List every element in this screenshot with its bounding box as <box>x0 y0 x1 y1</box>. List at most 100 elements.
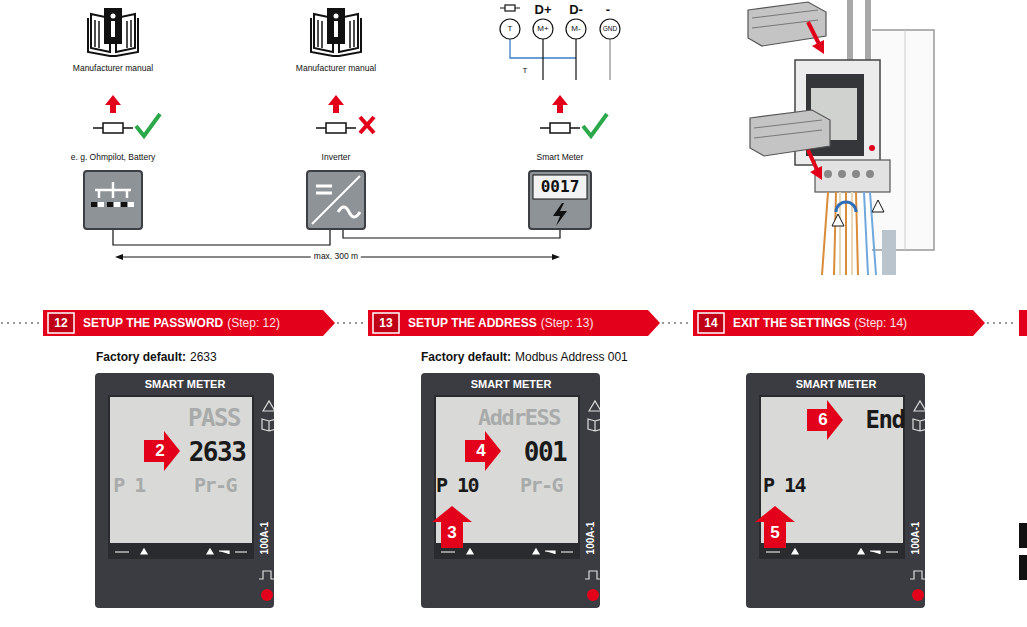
panel-body <box>441 549 573 554</box>
lcd-text: 2633 <box>189 439 246 465</box>
bus-cable <box>343 230 560 238</box>
panel-body <box>262 419 274 431</box>
lcd-text: Pr-G <box>194 475 236 495</box>
dimension-label: max. 300 m <box>311 252 361 261</box>
next-banner <box>1019 310 1027 336</box>
step-ref: (Step: 14) <box>854 316 907 330</box>
pin-name: M+ <box>537 25 548 34</box>
bus-pins <box>505 5 515 11</box>
device-label: Inverter <box>322 152 351 163</box>
panel-body <box>910 571 925 579</box>
manual-icon <box>88 8 138 56</box>
meter-illustration <box>905 30 906 250</box>
leader-dot <box>337 322 339 324</box>
panel-body <box>766 549 898 554</box>
panel-body <box>263 401 274 411</box>
signal-name: - <box>606 3 610 17</box>
step-title: EXIT THE SETTINGS <box>733 316 850 330</box>
banner-shape <box>368 310 660 336</box>
device-icon <box>553 203 567 226</box>
banner-shape <box>373 313 399 333</box>
panel-body <box>259 571 274 579</box>
device-icon <box>529 171 591 229</box>
panel-body <box>434 395 580 559</box>
callout-number: 5 <box>770 524 779 543</box>
meter-panel: SMART METERPASS2633P 1Pr-G100A-1 <box>95 373 274 608</box>
manual-label: Manufacturer manual <box>73 64 153 73</box>
step-ref: (Step: 13) <box>541 316 594 330</box>
panel-body <box>587 589 599 601</box>
leader-dot <box>19 322 21 324</box>
leader-dot <box>355 322 357 324</box>
meter-illustration <box>838 170 846 178</box>
signal-name: D- <box>569 3 583 17</box>
meter-illustration <box>808 22 820 46</box>
bus-pins <box>600 19 620 39</box>
panel-body <box>421 373 600 608</box>
step-title: SETUP THE ADDRESS <box>408 316 537 330</box>
panel-body <box>589 401 600 411</box>
meter-illustration <box>869 145 875 151</box>
model-label: 100A-1 <box>260 522 270 555</box>
device-icon <box>95 182 131 198</box>
meter-illustration <box>824 170 832 178</box>
step-banner: 12SETUP THE PASSWORD(Step: 12) <box>43 310 335 336</box>
device-icon <box>84 171 142 229</box>
meter-illustration <box>852 170 860 178</box>
banner-shape <box>48 313 74 333</box>
panel-body <box>913 419 925 431</box>
leader-dot <box>7 322 9 324</box>
panel-title: SMART METER <box>796 379 877 390</box>
device-icon <box>312 176 360 224</box>
meter-panel: SMART METEREndP 14100A-1 <box>746 373 925 608</box>
panel-body <box>95 373 274 608</box>
banner-shape <box>693 310 985 336</box>
device-label: e. g. Ohmpilot, Battery <box>71 152 156 163</box>
device-icon <box>306 170 366 230</box>
leader-dot <box>25 322 27 324</box>
page-tab <box>1019 555 1027 580</box>
resistor-symbol <box>93 95 133 133</box>
meter-illustration <box>866 170 874 178</box>
meter-illustration <box>872 200 884 212</box>
lcd-text: Pr-G <box>520 475 562 495</box>
resistor-symbol <box>316 95 356 133</box>
model-label: 100A-1 <box>911 522 921 555</box>
page-tab <box>1019 523 1027 548</box>
leader-dot <box>343 322 345 324</box>
device-icon <box>83 170 143 230</box>
leader-dot <box>13 322 15 324</box>
note-label: Factory default: <box>421 351 511 364</box>
callout-number: 4 <box>476 442 485 461</box>
meter-illustration <box>808 150 818 172</box>
leader-dot <box>668 322 670 324</box>
panel-body <box>759 395 905 559</box>
dimension-line <box>552 254 560 260</box>
leader-dot <box>349 322 351 324</box>
panel-body <box>108 395 254 559</box>
lcd-text: P 14 <box>763 475 805 495</box>
meter-illustration <box>750 110 830 156</box>
device-icon <box>307 171 365 229</box>
lcd-text: PASS <box>188 406 240 430</box>
note-label: Factory default: <box>96 351 186 364</box>
device-box: Inverter <box>306 170 366 230</box>
panel-body <box>110 397 252 543</box>
step-banner: 13SETUP THE ADDRESS(Step: 13) <box>368 310 660 336</box>
panel-body <box>261 589 273 601</box>
device-box: Smart Meter0017 <box>528 170 592 230</box>
bus-cable <box>113 230 330 245</box>
panel-body <box>436 397 578 543</box>
leader-dot <box>999 322 1001 324</box>
leader-dot <box>361 322 363 324</box>
pin-name: M- <box>571 25 580 34</box>
resistor-symbol <box>540 95 580 133</box>
device-icon <box>107 202 113 207</box>
callout-number: 2 <box>155 442 164 461</box>
leader-dot <box>1 322 3 324</box>
leader-dot <box>1005 322 1007 324</box>
pin-name: T <box>508 25 513 34</box>
dimension-line <box>115 254 123 260</box>
lcd-text: P 10 <box>436 475 478 495</box>
